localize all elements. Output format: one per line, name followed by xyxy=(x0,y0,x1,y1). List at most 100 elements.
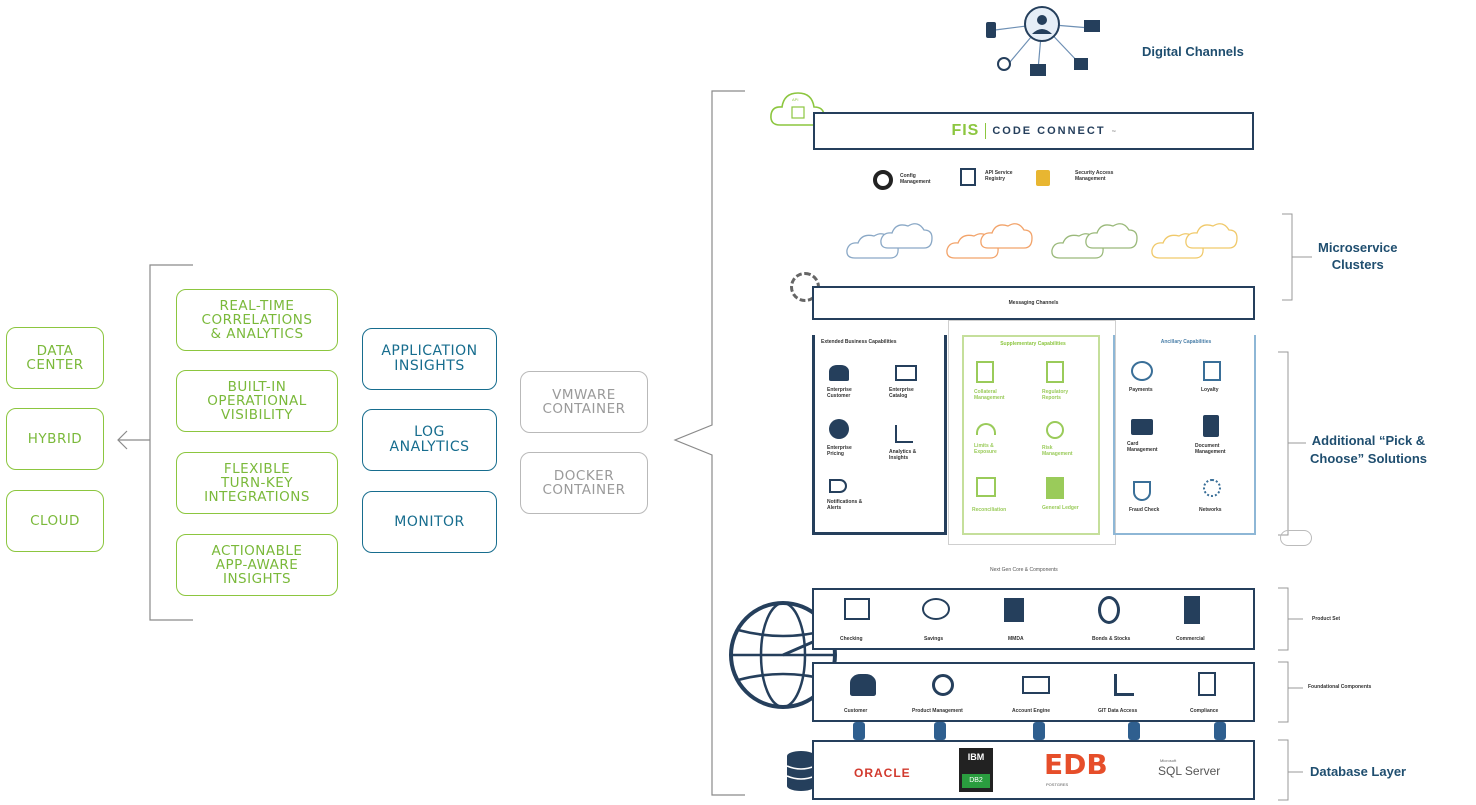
networks-icon xyxy=(1203,479,1221,497)
feature-actionable-insights: ACTIONABLE APP-AWARE INSIGHTS xyxy=(176,534,338,596)
risk-label: Risk Management xyxy=(1042,445,1073,457)
database-layer-label: Database Layer xyxy=(1310,764,1407,779)
foundational-components-bar: Customer Product Management Account Engi… xyxy=(812,662,1255,722)
code-connect-bar: FIS CODE CONNECT ™ xyxy=(813,112,1254,150)
foundational-components-label: Foundational Components xyxy=(1308,684,1372,690)
config-management-label: Config Management xyxy=(900,173,931,185)
customer-icon xyxy=(850,674,876,696)
git-data-access-icon xyxy=(1114,674,1134,696)
payments-icon xyxy=(1131,361,1153,381)
trademark: ™ xyxy=(1111,128,1116,134)
security-lock-icon xyxy=(1036,170,1050,186)
next-gen-label: Next Gen Core & Components xyxy=(990,567,1058,573)
sql-server-logo: SQL Server xyxy=(1158,764,1221,778)
notifications-label: Notifications & Alerts xyxy=(827,499,863,511)
config-management-icon xyxy=(873,170,893,190)
loyalty-label: Loyalty xyxy=(1201,387,1219,393)
extended-capabilities-panel: Extended Business Capabilities Enterpris… xyxy=(812,335,947,535)
enterprise-customer-label: Enterprise Customer xyxy=(827,387,852,399)
ibm-db2-logo: IBM DB2 xyxy=(959,748,993,792)
account-engine-label: Account Engine xyxy=(1012,708,1051,714)
feature-built-in-visibility: BUILT-IN OPERATIONAL VISIBILITY xyxy=(176,370,338,432)
ancillary-title: Ancillary Capabilities xyxy=(1160,339,1212,345)
db2-label: DB2 xyxy=(962,774,990,788)
logo-divider xyxy=(985,123,987,139)
security-access-management-label: Security Access Management xyxy=(1075,170,1114,182)
api-tag: API xyxy=(792,97,799,102)
document-label: Document Management xyxy=(1195,443,1226,455)
loyalty-icon xyxy=(1203,361,1221,381)
general-ledger-icon xyxy=(1046,477,1064,499)
microsoft-label: Microsoft xyxy=(1160,758,1177,763)
product-management-label: Product Management xyxy=(912,708,963,714)
code-connect-label: CODE CONNECT xyxy=(992,125,1106,137)
mmda-label: MMDA xyxy=(1008,636,1024,642)
edb-logo: EDB xyxy=(1044,748,1108,781)
enterprise-catalog-label: Enterprise Catalog xyxy=(889,387,914,399)
db-connector xyxy=(934,722,946,740)
compliance-label: Compliance xyxy=(1190,708,1219,714)
commercial-icon xyxy=(1184,596,1200,624)
ancillary-capabilities-panel: Ancillary Capabilities Payments Loyalty … xyxy=(1113,335,1256,535)
product-management-icon xyxy=(932,674,954,696)
db-connector xyxy=(1128,722,1140,740)
analytics-insights-icon xyxy=(895,425,913,443)
card-icon xyxy=(1131,419,1153,435)
digital-channels-hub-icon xyxy=(980,0,1110,80)
db-connector xyxy=(1033,722,1045,740)
regulatory-label: Regulatory Reports xyxy=(1042,389,1069,401)
feature-real-time-correlations: REAL-TIME CORRELATIONS & ANALYTICS xyxy=(176,289,338,351)
savings-label: Savings xyxy=(924,636,944,642)
docker-container: DOCKER CONTAINER xyxy=(520,452,648,514)
capabilities-outline xyxy=(948,320,1116,545)
tool-monitor: MONITOR xyxy=(362,491,497,553)
feature-flexible-integrations: FLEXIBLE TURN-KEY INTEGRATIONS xyxy=(176,452,338,514)
checking-icon xyxy=(844,598,870,620)
oracle-logo: ORACLE xyxy=(854,766,911,780)
deployment-hybrid: HYBRID xyxy=(6,408,104,470)
enterprise-pricing-label: Enterprise Pricing xyxy=(827,445,852,457)
networks-label: Networks xyxy=(1199,507,1222,513)
general-ledger-label: General Ledger xyxy=(1042,505,1079,511)
db-connector xyxy=(1214,722,1226,740)
risk-icon xyxy=(1046,421,1064,439)
document-icon xyxy=(1203,415,1219,437)
extended-title: Extended Business Capabilities xyxy=(821,339,897,345)
mmda-icon xyxy=(1004,598,1024,622)
checking-label: Checking xyxy=(840,636,863,642)
git-data-access-label: GIT Data Access xyxy=(1098,708,1138,714)
database-layer-bar: ORACLE IBM DB2 EDB POSTGRES Microsoft SQ… xyxy=(812,740,1255,800)
enterprise-catalog-icon xyxy=(895,365,917,381)
analytics-insights-label: Analytics & Insights xyxy=(889,449,917,461)
deployment-cloud: CLOUD xyxy=(6,490,104,552)
reconciliation-icon xyxy=(976,477,996,497)
bonds-stocks-icon xyxy=(1098,596,1120,624)
database-stack-icon xyxy=(786,750,816,792)
account-engine-icon xyxy=(1022,676,1050,694)
collateral-label: Collateral Management xyxy=(974,389,1005,401)
pick-choose-label: Additional “Pick & Choose” Solutions xyxy=(1310,433,1427,467)
customer-label: Customer xyxy=(844,708,868,714)
limits-icon xyxy=(976,423,996,435)
product-set-bar: Checking Savings MMDA Bonds & Stocks Com… xyxy=(812,588,1255,650)
reconciliation-label: Reconciliation xyxy=(972,507,1007,513)
regulatory-icon xyxy=(1046,361,1064,383)
collateral-icon xyxy=(976,361,994,383)
ibm-label: IBM xyxy=(967,752,985,762)
microservice-clusters-label: Microservice Clusters xyxy=(1318,240,1398,272)
tool-application-insights: APPLICATION INSIGHTS xyxy=(362,328,497,390)
api-service-registry-icon xyxy=(960,168,976,186)
commercial-label: Commercial xyxy=(1176,636,1205,642)
limits-label: Limits & Exposure xyxy=(974,443,997,455)
supplementary-capabilities-panel: Supplementary Capabilities Collateral Ma… xyxy=(962,335,1100,535)
vmware-container: VMWARE CONTAINER xyxy=(520,371,648,433)
tool-log-analytics: LOG ANALYTICS xyxy=(362,409,497,471)
postgres-label: POSTGRES xyxy=(1046,782,1069,787)
db-connector xyxy=(853,722,865,740)
deployment-data-center: DATA CENTER xyxy=(6,327,104,389)
fis-logo: FIS xyxy=(951,122,980,139)
product-set-label: Product Set xyxy=(1312,616,1341,622)
handshake-icon xyxy=(1280,530,1312,546)
